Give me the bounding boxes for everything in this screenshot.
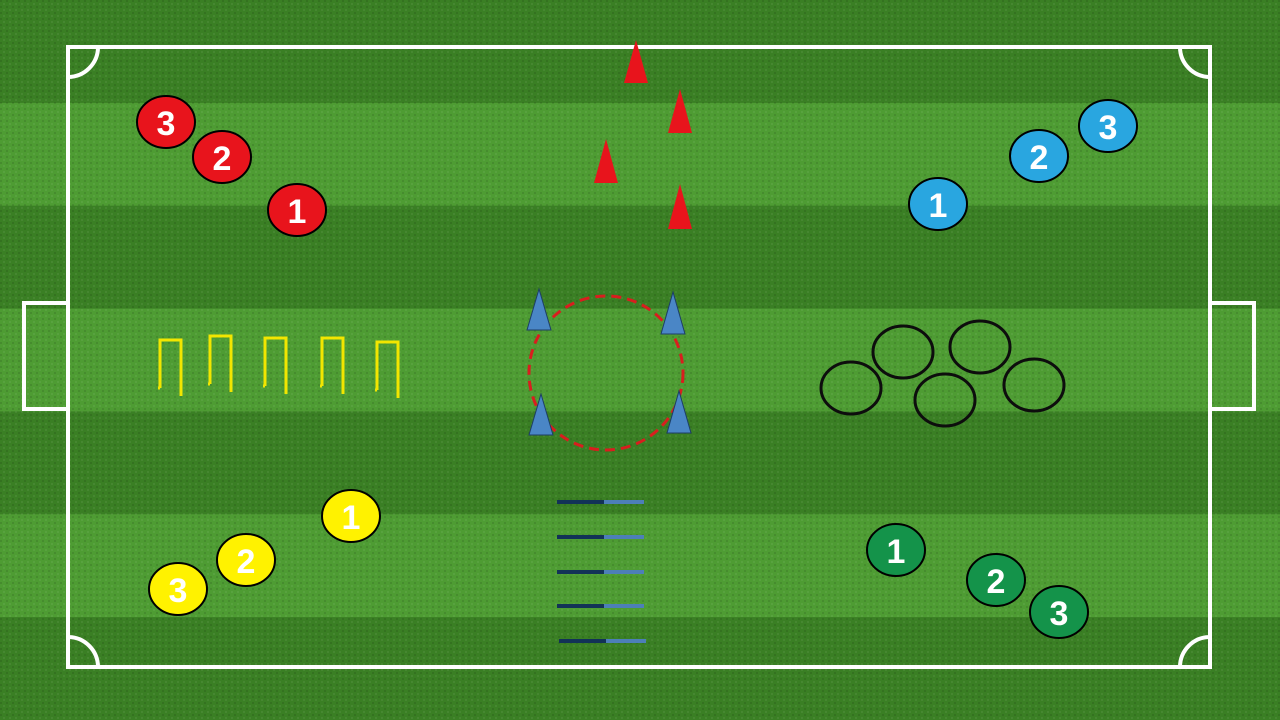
player-token-blue[interactable]: 3 <box>1078 99 1138 153</box>
ring <box>819 360 883 416</box>
player-number: 1 <box>342 499 361 537</box>
hurdle <box>158 338 183 396</box>
blue-cone <box>526 287 552 331</box>
player-number: 3 <box>1099 109 1118 147</box>
team-green: 1 2 3 <box>866 523 1089 639</box>
ring <box>871 324 935 380</box>
hurdle <box>208 334 233 392</box>
corner-arc-top-left <box>67 46 100 79</box>
team-red: 3 2 1 <box>136 95 327 237</box>
player-number: 3 <box>1050 595 1069 633</box>
hurdle <box>320 336 345 394</box>
player-number: 3 <box>157 105 176 143</box>
blue-cone <box>528 392 554 436</box>
player-token-green[interactable]: 1 <box>866 523 926 577</box>
red-cone <box>668 89 692 133</box>
player-number: 1 <box>288 193 307 231</box>
blue-cone <box>660 290 686 335</box>
player-token-blue[interactable]: 2 <box>1009 129 1069 183</box>
player-number: 1 <box>887 533 906 571</box>
player-token-blue[interactable]: 1 <box>908 177 968 231</box>
red-cones <box>594 40 692 229</box>
red-cone <box>594 139 618 183</box>
player-number: 2 <box>213 140 232 178</box>
player-number: 3 <box>169 572 188 610</box>
blue-cones <box>526 287 692 436</box>
corner-arc-bottom-right <box>1178 635 1211 668</box>
right-goal-box <box>1208 301 1256 411</box>
red-cone <box>624 40 648 83</box>
field-markings <box>22 45 1256 669</box>
hurdle <box>263 336 288 394</box>
player-token-green[interactable]: 2 <box>966 553 1026 607</box>
agility-rings <box>819 319 1066 428</box>
player-token-red[interactable]: 1 <box>267 183 327 237</box>
red-cone <box>668 184 692 229</box>
team-yellow: 1 2 3 <box>148 489 381 616</box>
player-token-yellow[interactable]: 2 <box>216 533 276 587</box>
player-number: 2 <box>987 563 1006 601</box>
player-token-yellow[interactable]: 1 <box>321 489 381 543</box>
player-token-red[interactable]: 2 <box>192 130 252 184</box>
left-goal-box <box>22 301 70 411</box>
speed-ladder <box>557 500 646 643</box>
ring <box>1002 357 1066 413</box>
hurdle <box>375 340 400 398</box>
player-number: 2 <box>237 543 256 581</box>
dashed-circle-zone <box>527 294 685 452</box>
corner-arc-bottom-left <box>67 635 100 668</box>
ring <box>913 372 977 428</box>
team-blue: 1 2 3 <box>908 99 1138 231</box>
corner-arc-top-right <box>1178 46 1211 79</box>
player-token-green[interactable]: 3 <box>1029 585 1089 639</box>
player-token-yellow[interactable]: 3 <box>148 562 208 616</box>
player-number: 2 <box>1030 139 1049 177</box>
player-number: 1 <box>929 187 948 225</box>
ring <box>948 319 1012 375</box>
blue-cone <box>666 389 692 434</box>
player-token-red[interactable]: 3 <box>136 95 196 149</box>
yellow-hurdles <box>158 334 400 398</box>
